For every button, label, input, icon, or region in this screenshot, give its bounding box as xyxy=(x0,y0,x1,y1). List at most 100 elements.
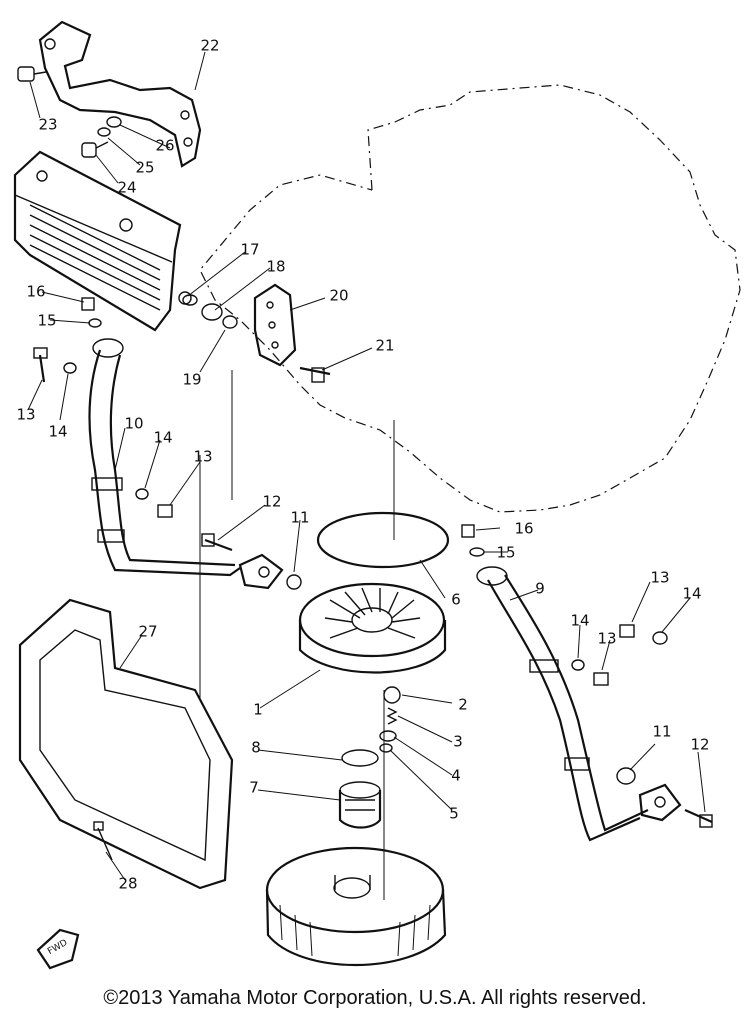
bolt-7 xyxy=(338,790,382,829)
washer-14 xyxy=(135,488,149,500)
leader-lines xyxy=(27,51,706,900)
bolt-13 xyxy=(38,354,46,383)
oil-filter-body xyxy=(265,889,447,966)
bolt-13-right xyxy=(619,624,635,638)
washer-5 xyxy=(379,743,393,753)
washer-4 xyxy=(379,730,397,742)
bolt-13-head xyxy=(157,504,173,518)
collar-19 xyxy=(222,315,238,329)
part-label: 27 xyxy=(138,622,158,641)
copyright-notice: ©2013 Yamaha Motor Corporation, U.S.A. A… xyxy=(103,987,647,1009)
part-label: 8 xyxy=(251,738,261,757)
hose-9-clamp xyxy=(564,757,590,771)
hose-10-banjo xyxy=(238,553,284,590)
spring-3 xyxy=(386,707,398,725)
washer-25 xyxy=(97,127,111,137)
bolt-24 xyxy=(81,142,97,158)
part-label: 11 xyxy=(290,508,310,527)
hose-9-banjo xyxy=(638,783,682,822)
part-label: 14 xyxy=(570,611,590,630)
cooler-port xyxy=(178,291,192,305)
part-label: 15 xyxy=(37,311,57,330)
part-label: 3 xyxy=(453,732,463,751)
part-label: 13 xyxy=(193,447,213,466)
part-label: 12 xyxy=(262,492,282,511)
part-label: 5 xyxy=(449,804,459,823)
part-label: 9 xyxy=(535,579,545,598)
bolt-23-shank xyxy=(33,71,47,75)
cooler-top xyxy=(14,194,173,263)
part-label: 23 xyxy=(38,115,58,134)
part-label: 17 xyxy=(240,240,260,259)
part-label: 16 xyxy=(26,282,46,301)
cooler-cap xyxy=(119,218,133,232)
washer-14-right xyxy=(652,631,668,645)
part-label: 13 xyxy=(597,629,617,648)
bolt-21-head xyxy=(311,367,325,383)
part-label: 2 xyxy=(458,695,468,714)
filter-housing-center xyxy=(351,607,393,633)
bolt-12-right-head xyxy=(699,814,713,828)
hose-10-clamp xyxy=(91,477,123,491)
cooler-fins xyxy=(29,204,161,311)
part-label: 28 xyxy=(118,874,138,893)
gasket-6 xyxy=(316,511,450,569)
bolt-21 xyxy=(299,366,331,376)
hose-10-inner xyxy=(109,354,236,567)
part-label: 15 xyxy=(496,543,516,562)
washer-14-right xyxy=(571,659,585,671)
screw-28 xyxy=(97,827,113,861)
part-label: 14 xyxy=(153,428,173,447)
plug-2 xyxy=(383,686,401,704)
bolt-13-right xyxy=(593,672,609,686)
oil-filter-pleats xyxy=(279,904,431,957)
bracket-hole xyxy=(44,38,56,50)
washer-14 xyxy=(63,362,77,374)
oil-filter-top xyxy=(265,846,445,934)
bolt-24-shank xyxy=(95,141,109,149)
cover-27 xyxy=(18,598,234,890)
bolt-12 xyxy=(204,538,233,552)
hose-9-fitting xyxy=(476,566,508,586)
filter-ribs xyxy=(324,587,421,639)
part-label: 19 xyxy=(182,370,202,389)
part-label: 18 xyxy=(266,257,286,276)
part-label: 22 xyxy=(200,36,220,55)
part-label: 12 xyxy=(690,735,710,754)
grommet-18 xyxy=(201,303,223,321)
o-ring-11-right xyxy=(616,767,636,785)
bracket-22 xyxy=(38,20,202,168)
part-label: 13 xyxy=(650,568,670,587)
part-label: 13 xyxy=(16,405,36,424)
part-label: 7 xyxy=(249,778,259,797)
oil-cooler-body xyxy=(13,150,182,332)
hose-9 xyxy=(487,579,641,842)
oil-filter-center xyxy=(333,877,371,899)
hose-10-clamp xyxy=(97,529,125,543)
o-ring-11 xyxy=(286,574,302,590)
part-label: 26 xyxy=(155,136,175,155)
bracket-hole xyxy=(183,137,193,147)
filter-housing-body xyxy=(298,620,447,674)
cooler-cap xyxy=(36,170,48,182)
part-label: 4 xyxy=(451,766,461,785)
part-label: 16 xyxy=(514,519,534,538)
part-label: 24 xyxy=(117,178,137,197)
plug-16 xyxy=(81,297,95,311)
part-label: 25 xyxy=(135,158,155,177)
washer-15 xyxy=(88,318,102,328)
part-label: 14 xyxy=(682,584,702,603)
washer-15-right xyxy=(469,547,485,557)
hose-9-inner xyxy=(504,574,649,832)
bolt-12-right xyxy=(684,808,713,824)
screw-28-head xyxy=(93,821,104,831)
part-label: 21 xyxy=(375,336,395,355)
bracket-hole xyxy=(180,110,190,120)
hose-10 xyxy=(88,349,241,577)
filter-housing-top xyxy=(298,582,446,658)
bolt-23 xyxy=(17,66,35,82)
bolt-13-head xyxy=(33,347,48,359)
bracket-20 xyxy=(253,283,297,367)
